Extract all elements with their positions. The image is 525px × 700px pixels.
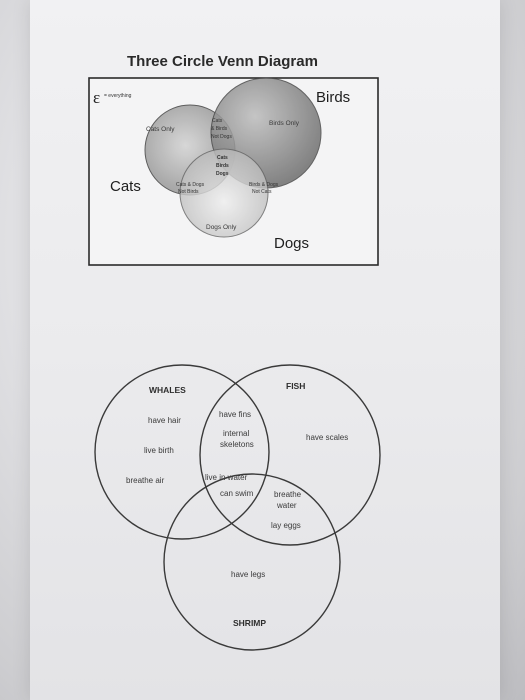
region-all-line2: Birds xyxy=(216,163,229,169)
region-birds-dogs-line1: Birds & Dogs xyxy=(249,182,279,188)
item-skeletons: skeletons xyxy=(220,440,254,449)
item-live-birth: live birth xyxy=(144,446,174,455)
item-can-swim: can swim xyxy=(220,489,254,498)
fish-circle xyxy=(199,364,381,546)
item-have-legs: have legs xyxy=(231,570,265,579)
region-cats-dogs-line2: Not Birds xyxy=(178,189,199,195)
universe-symbol: ε xyxy=(93,88,100,107)
region-birds-only: Birds Only xyxy=(269,120,300,127)
set-label-fish: FISH xyxy=(286,381,305,391)
item-have-hair: have hair xyxy=(148,416,181,425)
item-have-fins: have fins xyxy=(219,410,251,419)
shrimp-circle xyxy=(163,473,341,651)
item-lay-eggs: lay eggs xyxy=(271,521,301,530)
item-breathe-air: breathe air xyxy=(126,476,165,485)
set-label-dogs: Dogs xyxy=(274,235,309,252)
item-water: water xyxy=(276,501,297,510)
region-cats-dogs-line1: Cats & Dogs xyxy=(176,182,205,188)
region-birds-dogs-line2: Not Cats xyxy=(252,189,272,195)
set-label-shrimp: SHRIMP xyxy=(233,618,266,628)
item-breathe: breathe xyxy=(274,490,302,499)
region-all-line1: Cats xyxy=(217,155,228,161)
region-dogs-only: Dogs Only xyxy=(206,224,237,231)
item-live-in-water: live in water xyxy=(205,473,248,482)
item-internal: internal xyxy=(223,429,249,438)
dogs-circle xyxy=(179,148,269,238)
set-label-cats: Cats xyxy=(110,178,141,195)
region-cats-birds-line2: & Birds xyxy=(211,126,228,132)
universe-label: = everything xyxy=(104,93,132,99)
set-label-whales: WHALES xyxy=(149,385,186,395)
region-all-line3: Dogs xyxy=(216,171,229,177)
region-cats-birds-line1: Cats xyxy=(212,118,223,124)
set-label-birds: Birds xyxy=(316,89,350,106)
diagram-title: Three Circle Venn Diagram xyxy=(127,53,318,70)
whales-circle xyxy=(94,364,270,540)
region-cats-only: Cats Only xyxy=(146,126,175,133)
region-cats-birds-line3: Not Dogs xyxy=(211,134,232,140)
item-have-scales: have scales xyxy=(306,433,348,442)
